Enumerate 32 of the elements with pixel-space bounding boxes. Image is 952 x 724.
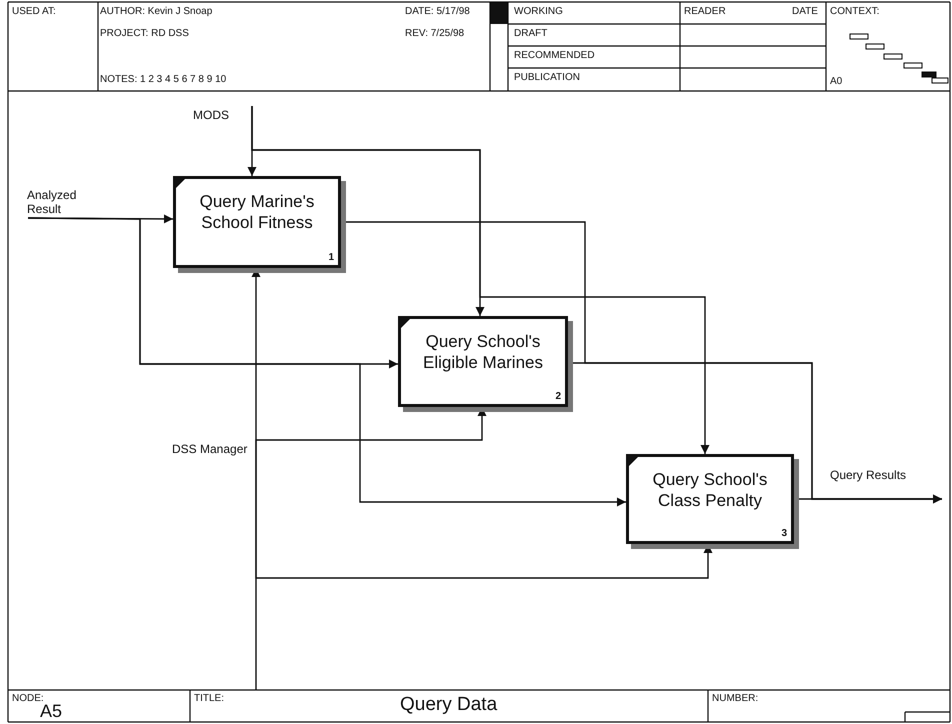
process-name: Query Marine's School Fitness — [198, 191, 316, 233]
form-field-label: PROJECT: RD DSS — [100, 28, 189, 39]
arrow — [255, 470, 712, 579]
form-field-label: READER — [684, 6, 726, 17]
form-field-label: TITLE: — [194, 693, 224, 704]
box-number: 2 — [555, 391, 561, 402]
form-field-label: NUMBER: — [712, 693, 758, 704]
box-number: 1 — [328, 252, 334, 263]
process-name: Query School's Eligible Marines — [422, 331, 544, 373]
form-field-label: REV: 7/25/98 — [405, 28, 464, 39]
form-field-label: A5 — [40, 702, 62, 722]
form-field-label: CONTEXT: — [830, 6, 880, 17]
form-field-label: AUTHOR: Kevin J Snoap — [100, 6, 212, 17]
form-field-label: RECOMMENDED — [514, 50, 595, 61]
diagram-title: Query Data — [400, 694, 498, 716]
form-field-label: USED AT: — [12, 6, 56, 17]
arrow-label: Analyzed Result — [27, 188, 87, 218]
form-field-label: A0 — [830, 76, 842, 87]
arrow — [28, 217, 626, 506]
box-number: 3 — [781, 528, 787, 539]
form-field-label: DRAFT — [514, 28, 548, 39]
form-field-label: NODE: — [12, 693, 44, 704]
form-field-label: DATE: 5/17/98 — [405, 6, 470, 17]
process-name: Query School's Class Penalty — [652, 469, 768, 511]
arrow-label: Query Results — [830, 468, 942, 501]
form-field-label: PUBLICATION — [514, 72, 580, 83]
arrow-label: MODS — [193, 100, 257, 124]
arrow — [251, 106, 710, 454]
form-field-label: NOTES: 1 2 3 4 5 6 7 8 9 10 — [100, 74, 226, 85]
form-field-label: WORKING — [514, 6, 563, 17]
form-field-label: DATE — [792, 6, 818, 17]
arrow-label: DSS Manager — [172, 440, 258, 470]
